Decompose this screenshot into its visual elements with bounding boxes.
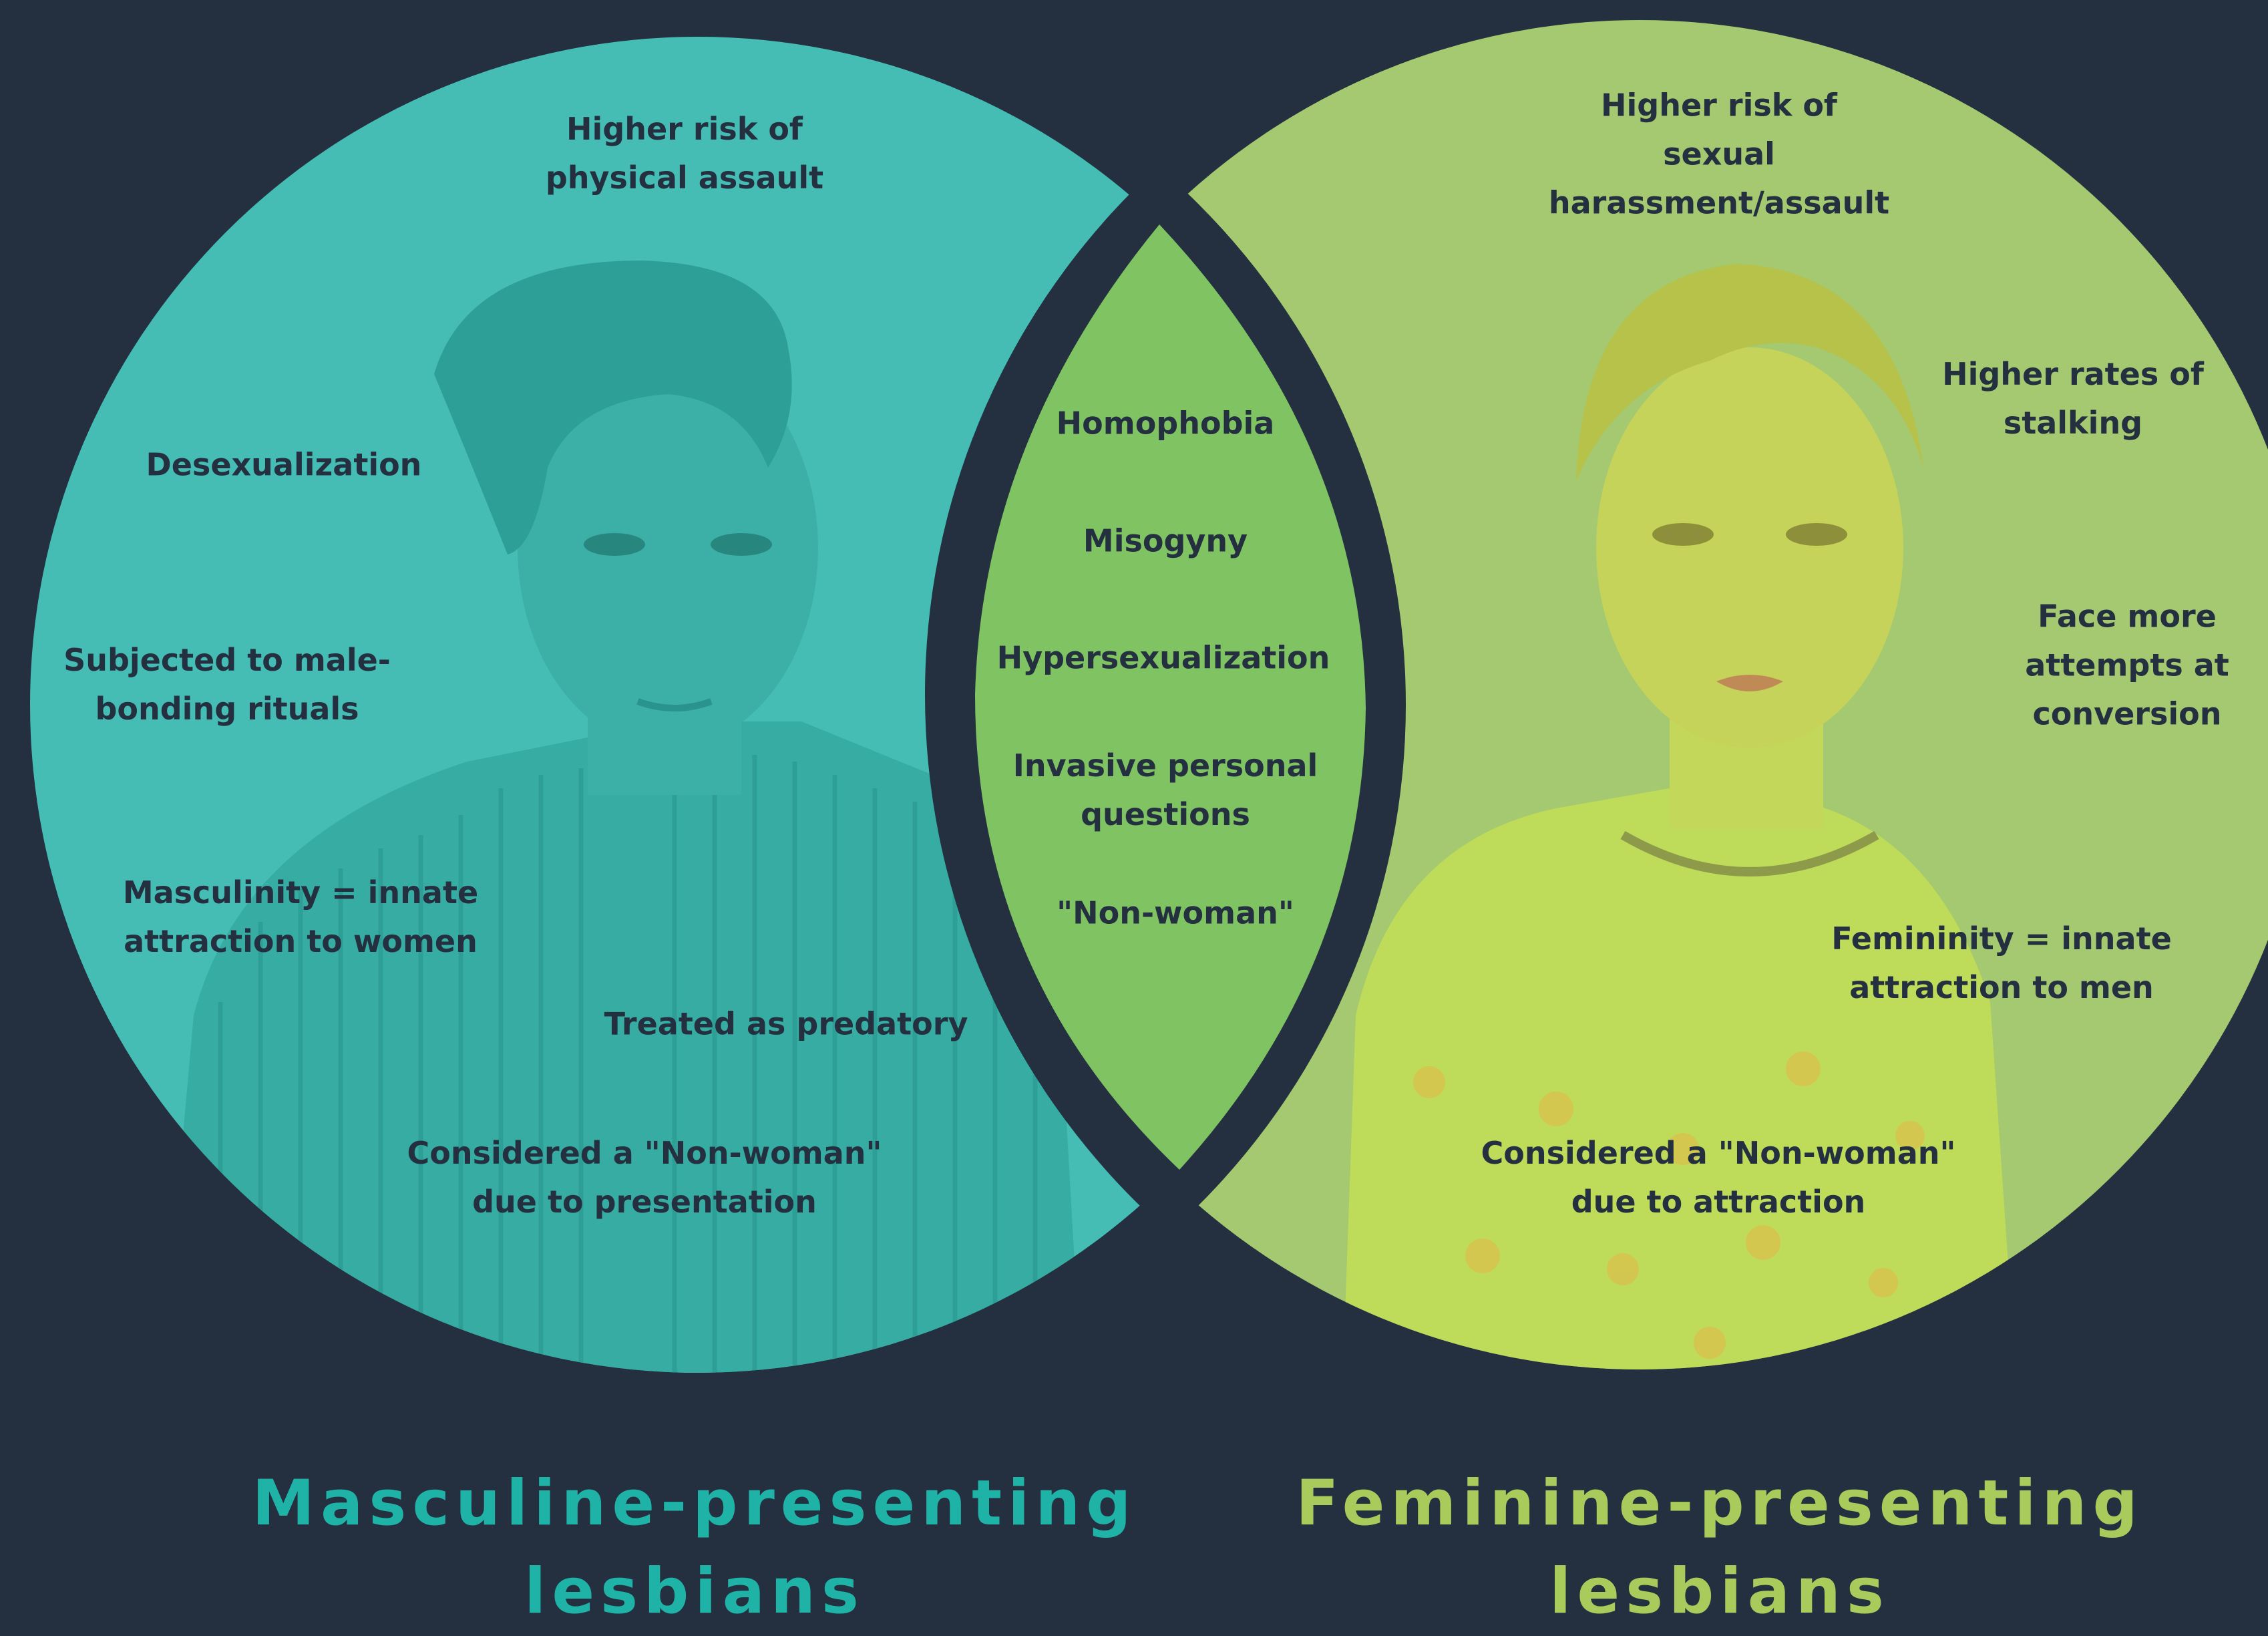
left-item-masculinity: Masculinity = innate attraction to women	[122, 874, 479, 959]
feminine-portrait	[1342, 264, 2017, 1369]
shared-item-invasive-questions: Invasive personal questions	[1012, 748, 1318, 832]
right-item-sexual-harassment: Higher risk of sexual harassment/assault	[1548, 87, 1890, 221]
left-caption: Masculine-presenting lesbians	[252, 1467, 1137, 1628]
left-item-desexualization: Desexualization	[146, 446, 422, 483]
right-item-femininity: Femininity = innate attraction to men	[1831, 921, 2172, 1005]
overlap-lens	[975, 224, 1366, 1170]
right-item-stalking: Higher rates of stalking	[1942, 356, 2204, 441]
left-item-non-woman-presentation: Considered a "Non-woman" due to presenta…	[407, 1135, 882, 1220]
shared-item-non-woman: "Non-woman"	[1057, 894, 1294, 931]
shared-item-misogyny: Misogyny	[1083, 522, 1248, 559]
shared-item-homophobia: Homophobia	[1056, 405, 1275, 442]
overlap-gap	[925, 0, 1406, 1410]
left-item-physical-assault: Higher risk of physical assault	[545, 111, 824, 196]
right-item-non-woman-attraction: Considered a "Non-woman" due to attracti…	[1481, 1135, 1956, 1220]
left-item-predatory: Treated as predatory	[604, 1005, 968, 1042]
right-caption: Feminine-presenting lesbians	[1296, 1467, 2144, 1628]
right-item-conversion: Face more attempts at conversion	[2025, 598, 2229, 732]
shared-item-hypersexualization: Hypersexualization	[996, 639, 1330, 676]
masculine-portrait	[160, 261, 1082, 1373]
left-item-male-bonding: Subjected to male- bonding rituals	[63, 642, 391, 727]
